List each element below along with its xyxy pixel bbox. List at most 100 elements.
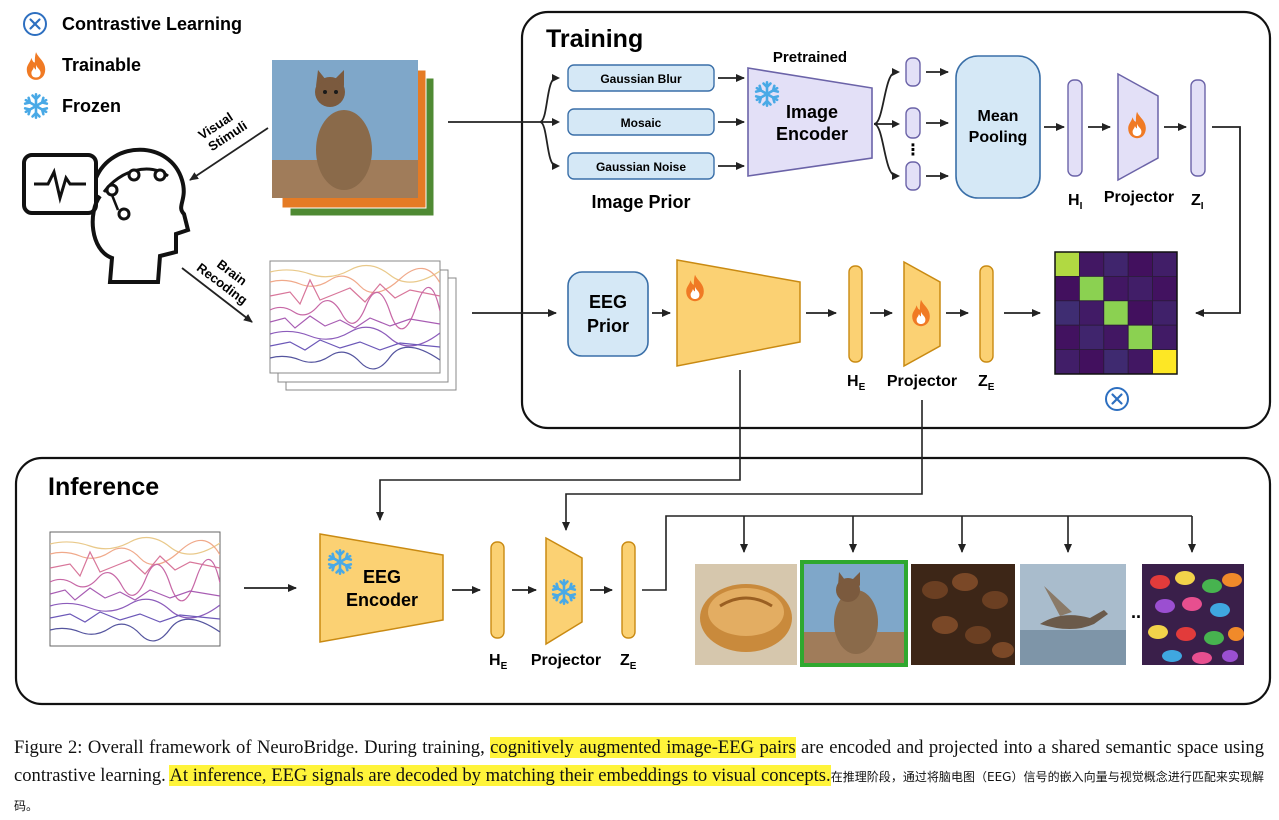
similarity-cell xyxy=(1054,349,1080,375)
gaussian-noise-label: Gaussian Noise xyxy=(596,160,686,174)
similarity-cell xyxy=(1127,251,1153,277)
similarity-matrix-border xyxy=(1054,251,1178,375)
eeg-signal-stack xyxy=(269,260,457,391)
similarity-cell xyxy=(1054,275,1080,302)
inference-eeg-embedding xyxy=(621,541,636,639)
eeg-prior-label-2: Prior xyxy=(587,316,629,336)
inference-panel xyxy=(14,456,1272,706)
mosaic-box xyxy=(567,108,715,136)
eeg-embedding xyxy=(979,265,994,363)
similarity-cell xyxy=(1103,324,1129,351)
eeg-encoder-label-2: Encoder xyxy=(346,590,418,610)
figure-caption: Figure 2: Overall framework of NeuroBrid… xyxy=(14,734,1264,820)
inference-projector-label: Projector xyxy=(531,652,601,669)
image-projector-label: Projector xyxy=(1104,189,1174,206)
mean-pooling-block xyxy=(955,55,1041,199)
image-token xyxy=(905,57,921,87)
similarity-cell xyxy=(1127,300,1153,326)
brain-recording-arrow xyxy=(181,267,253,323)
svg-text:ZE: ZE xyxy=(978,373,995,393)
candidate-image-goose xyxy=(1020,564,1126,665)
inference-eeg-hidden-feature xyxy=(490,541,505,639)
legend-contrastive-label: Contrastive Learning xyxy=(62,14,242,34)
inf-z-e-label: Z xyxy=(620,652,630,669)
svg-text:Brain Recoding: Brain Recoding xyxy=(194,248,259,308)
similarity-cell xyxy=(1079,300,1105,326)
gaussian-noise-box xyxy=(567,152,715,180)
caption-prefix: Figure 2: Overall framework of NeuroBrid… xyxy=(14,737,491,758)
eeg-prior-label-1: EEG xyxy=(589,292,627,312)
similarity-cell xyxy=(1152,349,1178,375)
z-e-label: Z xyxy=(978,373,988,390)
gaussian-blur-label: Gaussian Blur xyxy=(600,72,682,86)
similarity-cell xyxy=(1103,300,1129,326)
framework-diagram: Contrastive Learning Trainable Frozen Vi… xyxy=(14,10,1272,706)
similarity-matrix xyxy=(1054,251,1178,375)
similarity-cell xyxy=(1152,275,1178,302)
inf-h-e-label: H xyxy=(489,652,501,669)
candidate-image-cat-matched xyxy=(800,560,908,667)
legend: Contrastive Learning Trainable Frozen xyxy=(22,11,242,119)
contrastive-learning-icon xyxy=(22,11,48,37)
similarity-cell xyxy=(1054,300,1080,326)
training-title: Training xyxy=(546,25,643,53)
inference-title: Inference xyxy=(48,473,159,501)
similarity-cell xyxy=(1127,324,1153,351)
image-embedding xyxy=(1190,79,1206,177)
legend-frozen-label: Frozen xyxy=(62,96,121,116)
h-e-label: H xyxy=(847,373,859,390)
similarity-cell xyxy=(1079,251,1105,277)
similarity-cell xyxy=(1079,275,1105,302)
similarity-cell xyxy=(1103,349,1129,375)
svg-text:ZE: ZE xyxy=(620,652,637,672)
gaussian-blur-box xyxy=(567,64,715,92)
image-hidden-feature xyxy=(1067,79,1083,177)
z-e-sub: E xyxy=(988,382,995,393)
image-token xyxy=(905,161,921,191)
human-head-eeg-icon xyxy=(22,147,191,284)
caption-chinese-note: 在推理阶段，通过将脑电图（EEG）信号的嵌入向量与视觉概念进行匹配来实现解码。 xyxy=(14,770,1264,813)
inference-eeg-encoder-block xyxy=(319,533,444,643)
svg-text:HE: HE xyxy=(489,652,508,672)
svg-text:Visual Stimuli: Visual Stimuli xyxy=(195,105,249,155)
svg-text:ZI: ZI xyxy=(1191,192,1204,212)
eeg-prior-block xyxy=(567,271,649,357)
caption-highlight-1: cognitively augmented image-EEG pairs xyxy=(490,737,796,758)
image-encoder-label-2: Encoder xyxy=(776,124,848,144)
h-i-sub: I xyxy=(1080,201,1083,212)
eeg-encoder-trainable-block xyxy=(676,259,801,367)
token-ellipsis: ⋮ xyxy=(905,142,921,159)
eeg-encoder-weight-share xyxy=(376,370,741,521)
h-i-label: H xyxy=(1068,192,1080,209)
inf-h-e-sub: E xyxy=(501,661,508,672)
visual-stimuli-arrow xyxy=(189,127,269,181)
similarity-cell xyxy=(1152,300,1178,326)
training-panel xyxy=(520,10,1272,430)
z-i-sub: I xyxy=(1201,201,1204,212)
contrastive-loss-icon xyxy=(1104,386,1130,412)
caption-highlight-2: At inference, EEG signals are decoded by… xyxy=(169,765,831,786)
snowflake-icon xyxy=(23,93,49,119)
z-i-label: Z xyxy=(1191,192,1201,209)
h-e-sub: E xyxy=(859,382,866,393)
eeg-hidden-feature xyxy=(848,265,863,363)
similarity-cell xyxy=(1127,275,1153,302)
mean-pooling-label-2: Pooling xyxy=(969,129,1028,146)
caption-middle: are encoded and projected into a shared … xyxy=(14,737,1264,786)
retrieval-bus xyxy=(642,515,1192,591)
candidate-image-jelly-beans xyxy=(1142,564,1244,665)
svg-text:HE: HE xyxy=(847,373,866,393)
similarity-cell xyxy=(1152,251,1178,277)
image-prior-label: Image Prior xyxy=(591,192,690,212)
candidate-image-coffee-beans xyxy=(911,564,1015,665)
image-encoder-block xyxy=(747,67,873,177)
similarity-cell xyxy=(1152,324,1178,351)
image-token xyxy=(905,107,921,139)
mosaic-label: Mosaic xyxy=(621,116,662,130)
svg-text:HI: HI xyxy=(1068,192,1083,212)
eeg-encoder-label-1: EEG xyxy=(363,567,401,587)
mean-pooling-label-1: Mean xyxy=(978,108,1019,125)
image-stimuli-stack xyxy=(272,60,435,217)
legend-trainable-label: Trainable xyxy=(62,55,141,75)
similarity-cell xyxy=(1079,324,1105,351)
